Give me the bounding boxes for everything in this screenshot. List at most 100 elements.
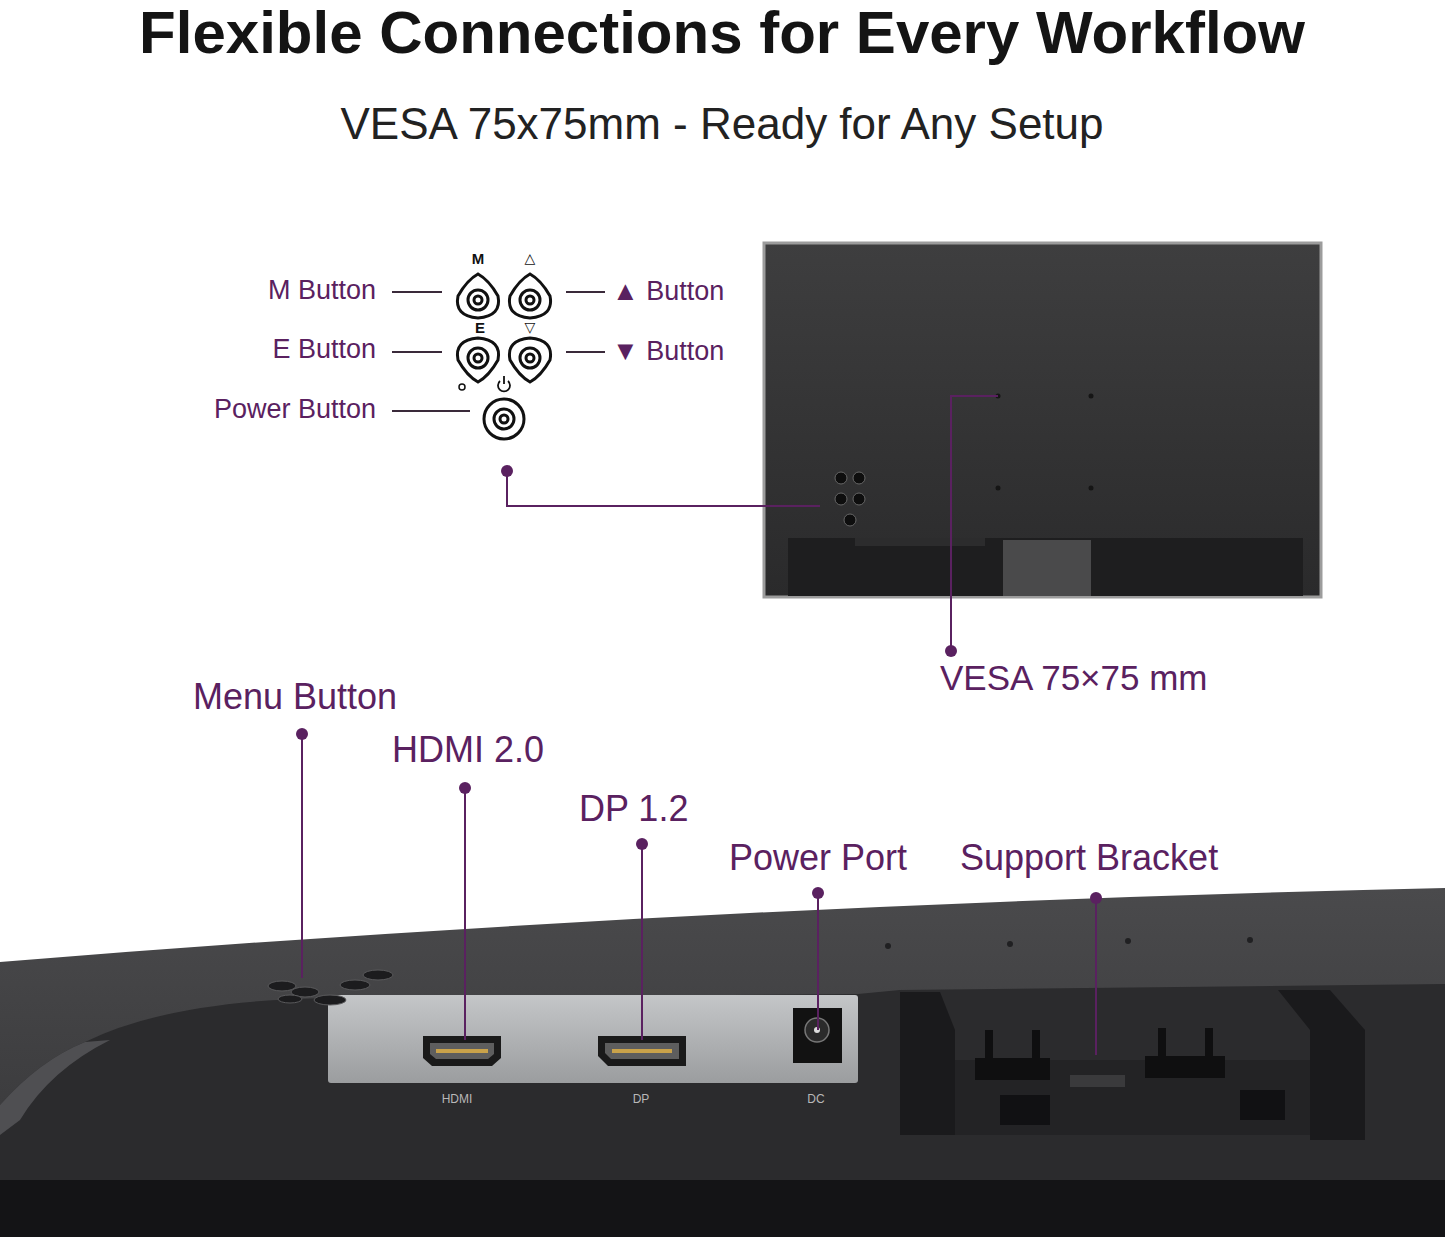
port-panel xyxy=(328,995,858,1083)
leader-dots xyxy=(501,465,957,657)
led-indicator xyxy=(459,384,465,390)
dp-port-inner xyxy=(605,1043,679,1059)
leader-dot xyxy=(296,728,308,740)
hdmi-port-inner xyxy=(430,1043,494,1059)
front-edge xyxy=(0,1180,1445,1237)
down-button-icon xyxy=(509,338,550,382)
m-button-icon xyxy=(457,274,498,318)
recess-lip xyxy=(0,1040,110,1135)
up-button-dot xyxy=(526,296,534,304)
e-button-ring xyxy=(468,348,488,368)
port-marking: DC xyxy=(807,1093,824,1106)
bottom-buttons xyxy=(268,970,393,1005)
vesa-holes xyxy=(996,394,1094,491)
e-button-dot xyxy=(474,354,482,362)
bracket-left-wall xyxy=(900,992,955,1135)
back-leaders xyxy=(507,396,998,651)
button-glyph: △ xyxy=(525,251,536,266)
leader-line xyxy=(392,291,442,293)
port-label: DP 1.2 xyxy=(579,789,688,829)
port-marking: DP xyxy=(633,1093,650,1106)
leader-line xyxy=(464,788,466,1040)
button-cluster xyxy=(457,274,550,439)
screw-hole xyxy=(1247,937,1253,943)
back-buttons xyxy=(835,472,865,526)
vesa-hole xyxy=(996,486,1001,491)
back-button xyxy=(844,514,856,526)
part-label: E Button xyxy=(272,335,376,365)
part-label: Menu Button xyxy=(193,677,397,717)
monitor-bottom xyxy=(0,888,1445,1237)
bottom-recess xyxy=(0,984,1445,1237)
bracket-clip xyxy=(1145,1056,1225,1078)
back-button xyxy=(835,493,847,505)
bottom-leaders xyxy=(302,734,1096,1055)
bracket-tab xyxy=(1205,1028,1213,1058)
leader-line xyxy=(392,351,442,353)
dimension-label: VESA 75×75 mm xyxy=(940,659,1208,698)
vesa-hole xyxy=(1089,486,1094,491)
part-label: ▲ Button xyxy=(612,277,724,307)
bracket-tab xyxy=(985,1030,993,1060)
bracket-tab xyxy=(1032,1030,1040,1060)
bottom-button xyxy=(314,995,346,1005)
leader-dot xyxy=(945,645,957,657)
leader-line xyxy=(566,291,605,293)
leader-dot xyxy=(459,782,471,794)
screw-holes xyxy=(885,937,1253,949)
leader-line xyxy=(566,351,605,353)
bracket-foot xyxy=(1240,1090,1285,1120)
leader-dot xyxy=(812,887,824,899)
port-label: Power Port xyxy=(729,838,907,878)
dp-port xyxy=(598,1036,686,1066)
stand-base xyxy=(788,538,1303,596)
e-button-icon xyxy=(457,338,498,382)
bottom-button xyxy=(340,980,370,990)
screw-hole xyxy=(885,943,891,949)
power-button-dot xyxy=(500,415,508,423)
support-bracket xyxy=(900,990,1365,1140)
hdmi-pins xyxy=(436,1049,488,1053)
dp-pins xyxy=(612,1049,672,1053)
leader-line xyxy=(951,396,998,651)
vesa-hole xyxy=(1089,394,1094,399)
power-button-icon xyxy=(484,399,524,439)
port-label: HDMI 2.0 xyxy=(392,730,544,770)
monitor-back-panel xyxy=(764,243,1321,597)
bracket-tab xyxy=(1158,1028,1166,1058)
leader-line xyxy=(817,893,819,1030)
leader-line xyxy=(301,734,303,978)
bottom-button xyxy=(363,970,393,980)
button-glyph: E xyxy=(475,320,485,337)
leader-line xyxy=(392,410,470,412)
bottom-button xyxy=(278,995,302,1003)
stand-hinge xyxy=(855,538,985,546)
part-label: ▼ Button xyxy=(612,337,724,367)
m-button-ring xyxy=(468,290,488,310)
title: Flexible Connections for Every Workflow xyxy=(139,0,1305,66)
stand-neck xyxy=(1003,540,1091,596)
bracket-slot xyxy=(1070,1075,1125,1087)
bottom-button xyxy=(268,981,296,991)
leader-line xyxy=(507,471,820,506)
bracket-foot xyxy=(1000,1095,1050,1125)
down-button-dot xyxy=(526,354,534,362)
part-label: Support Bracket xyxy=(960,838,1218,878)
power-symbol-bar xyxy=(503,376,505,384)
button-glyph: M xyxy=(472,251,485,268)
m-button-dot xyxy=(474,296,482,304)
subtitle: VESA 75x75mm - Ready for Any Setup xyxy=(340,100,1103,148)
leader-dot xyxy=(636,838,648,850)
hdmi-port xyxy=(423,1036,501,1066)
part-label: Power Button xyxy=(214,395,376,425)
leader-dot xyxy=(501,465,513,477)
back-button xyxy=(853,472,865,484)
back-button xyxy=(835,472,847,484)
button-glyph: ▽ xyxy=(525,320,536,335)
screw-hole xyxy=(1007,941,1013,947)
leader-dot xyxy=(1090,892,1102,904)
back-button xyxy=(853,493,865,505)
button-leaders xyxy=(392,292,605,411)
